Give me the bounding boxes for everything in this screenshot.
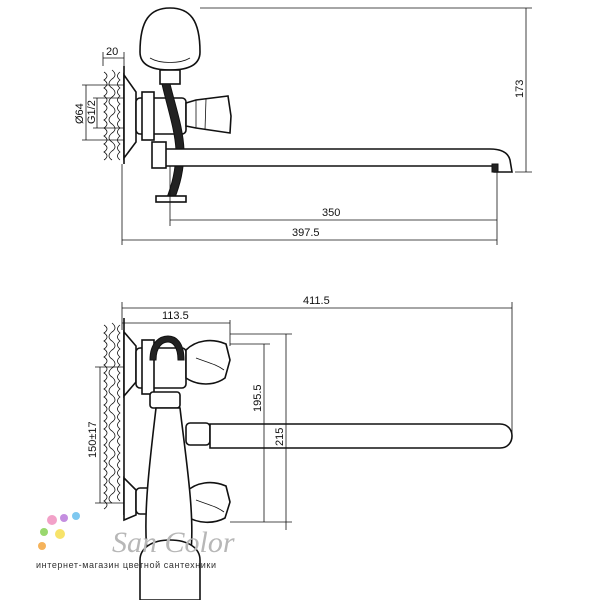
shower-head-top bbox=[139, 7, 201, 71]
brand-dot bbox=[40, 528, 48, 536]
brand-dot bbox=[38, 542, 46, 550]
hose-front bbox=[149, 335, 185, 361]
brand-dots bbox=[38, 512, 80, 550]
dim-thread: G1/2 bbox=[86, 100, 98, 124]
spout-top bbox=[159, 148, 513, 173]
escutcheon-upper bbox=[123, 329, 137, 399]
escutcheon-lower bbox=[123, 476, 137, 522]
wall-hatch-top bbox=[103, 66, 125, 164]
dim-spacing: 150±17 bbox=[87, 421, 99, 458]
shower-head-front bbox=[139, 539, 201, 600]
front-view: 411.5 113.5 150±17 195.5 215 bbox=[87, 295, 513, 600]
dim-height: 173 bbox=[514, 80, 526, 98]
dim-diameter: Ø64 bbox=[74, 103, 86, 124]
dimensions-top: 20 Ø64 G1/2 173 350 397.5 bbox=[74, 7, 532, 245]
brand-tagline: интернет-магазин цветной сантехники bbox=[36, 560, 217, 570]
brand-name: San Color bbox=[112, 526, 235, 559]
diverter-front bbox=[185, 422, 211, 446]
brand-dot bbox=[47, 515, 57, 525]
dim-upper-height: 195.5 bbox=[252, 384, 264, 412]
handle-top bbox=[185, 95, 232, 134]
brand-dot bbox=[72, 512, 80, 520]
wall-hatch-bottom bbox=[103, 318, 125, 515]
brand-dot bbox=[60, 514, 68, 522]
dim-handle-offset: 113.5 bbox=[162, 310, 189, 322]
brand-dot bbox=[55, 529, 65, 539]
side-view: 20 Ø64 G1/2 173 350 397.5 bbox=[74, 7, 532, 245]
handle-lower bbox=[185, 481, 231, 524]
dim-total-width: 411.5 bbox=[303, 295, 330, 307]
dim-total-length: 397.5 bbox=[292, 227, 320, 239]
watermark: San Color интернет-магазин цветной санте… bbox=[36, 512, 235, 570]
dim-wall-depth: 20 bbox=[106, 46, 118, 58]
dim-spout-reach: 350 bbox=[322, 207, 340, 219]
escutcheon-top bbox=[123, 72, 137, 161]
dim-total-height: 215 bbox=[274, 428, 286, 446]
dimensions-bottom: 411.5 113.5 150±17 195.5 215 bbox=[87, 295, 513, 530]
spout-front bbox=[209, 423, 513, 449]
